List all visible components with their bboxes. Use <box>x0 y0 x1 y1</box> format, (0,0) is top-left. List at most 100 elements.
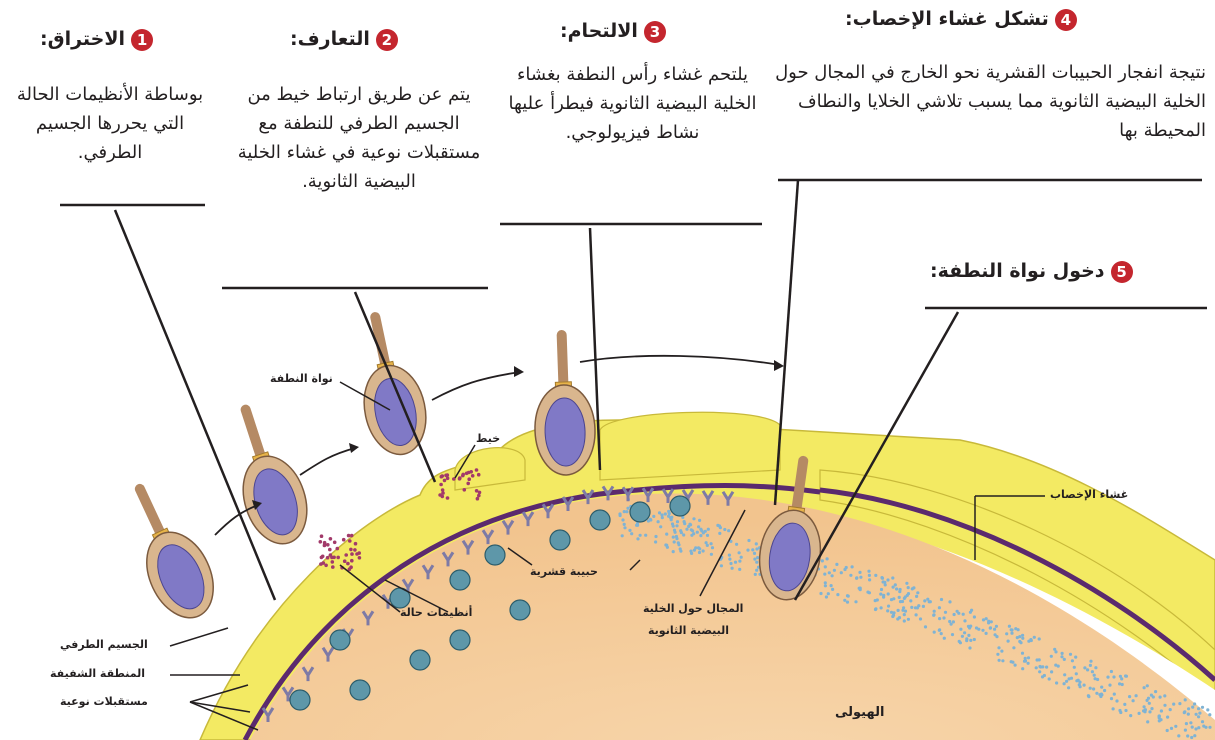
perivitelline-dot <box>667 515 670 518</box>
perivitelline-dot <box>1094 666 1097 669</box>
perivitelline-dot <box>1050 670 1053 673</box>
perivitelline-dot <box>916 591 919 594</box>
perivitelline-dot <box>1129 714 1132 717</box>
perivitelline-dot <box>932 613 935 616</box>
perivitelline-dot <box>1103 689 1106 692</box>
perivitelline-dot <box>1012 646 1015 649</box>
perivitelline-dot <box>685 528 688 531</box>
perivitelline-dot <box>855 576 858 579</box>
perivitelline-dot <box>735 543 738 546</box>
perivitelline-dot <box>1169 708 1172 711</box>
perivitelline-dot <box>649 518 652 521</box>
enzyme-dot <box>357 551 361 555</box>
perivitelline-dot <box>682 533 685 536</box>
perivitelline-dot <box>674 531 677 534</box>
perivitelline-dot <box>951 633 954 636</box>
perivitelline-dot <box>1055 681 1058 684</box>
perivitelline-dot <box>915 595 918 598</box>
perivitelline-dot <box>636 537 639 540</box>
perivitelline-dot <box>652 515 655 518</box>
stage-2-title-text: التعارف: <box>290 28 370 50</box>
perivitelline-dot <box>711 546 714 549</box>
perivitelline-dot <box>926 598 929 601</box>
perivitelline-dot <box>738 568 741 571</box>
perivitelline-dot <box>1195 713 1198 716</box>
enzyme-dot <box>329 537 333 541</box>
perivitelline-dot <box>1201 720 1204 723</box>
perivitelline-dot <box>1063 673 1066 676</box>
perivitelline-dot <box>756 556 759 559</box>
perivitelline-dot <box>902 606 905 609</box>
perivitelline-dot <box>755 569 758 572</box>
enzyme-dot <box>319 540 323 544</box>
enzyme-dot <box>353 548 357 552</box>
sperm-3 <box>346 311 434 460</box>
perivitelline-dot <box>628 529 631 532</box>
perivitelline-dot <box>680 531 683 534</box>
perivitelline-dot <box>948 620 951 623</box>
perivitelline-dot <box>901 600 904 603</box>
perivitelline-dot <box>1086 668 1089 671</box>
perivitelline-dot <box>1185 722 1188 725</box>
perivitelline-dot <box>1021 667 1024 670</box>
cortical-granule <box>550 530 570 550</box>
perivitelline-dot <box>944 611 947 614</box>
perivitelline-dot <box>1112 675 1115 678</box>
perivitelline-dot <box>753 558 756 561</box>
perivitelline-dot <box>1050 655 1053 658</box>
perivitelline-dot <box>1124 674 1127 677</box>
perivitelline-dot <box>1083 666 1086 669</box>
perivitelline-dot <box>868 574 871 577</box>
perivitelline-dot <box>892 597 895 600</box>
perivitelline-dot <box>1057 665 1060 668</box>
perivitelline-dot <box>859 588 862 591</box>
perivitelline-dot <box>728 558 731 561</box>
perivitelline-dot <box>1163 694 1166 697</box>
perivitelline-dot <box>1063 658 1066 661</box>
perivitelline-dot <box>887 592 890 595</box>
perivitelline-dot <box>697 525 700 528</box>
perivitelline-dot <box>1124 709 1127 712</box>
enzyme-dot <box>443 479 447 483</box>
perivitelline-dot <box>1193 734 1196 737</box>
perivitelline-dot <box>1083 684 1086 687</box>
enzyme-dot <box>465 472 469 476</box>
perivitelline-dot <box>1069 653 1072 656</box>
enzyme-dot <box>446 473 450 477</box>
perivitelline-dot <box>1093 674 1096 677</box>
perivitelline-dot <box>1118 709 1121 712</box>
perivitelline-dot <box>898 616 901 619</box>
perivitelline-dot <box>938 617 941 620</box>
perivitelline-dot <box>1135 694 1138 697</box>
perivitelline-dot <box>1021 637 1024 640</box>
perivitelline-dot <box>1027 662 1030 665</box>
cortical-granule <box>450 630 470 650</box>
perivitelline-dot <box>1115 699 1118 702</box>
perivitelline-dot <box>1041 665 1044 668</box>
perivitelline-dot <box>729 562 732 565</box>
cortical-granule <box>670 496 690 516</box>
enzyme-dot <box>328 548 332 552</box>
perivitelline-dot <box>831 588 834 591</box>
perivitelline-dot <box>1193 702 1196 705</box>
perivitelline-dot <box>1187 707 1190 710</box>
perivitelline-dot <box>1094 677 1097 680</box>
perivitelline-dot <box>1019 641 1022 644</box>
perivitelline-dot <box>1010 660 1013 663</box>
perivitelline-dot <box>895 587 898 590</box>
perivitelline-dot <box>697 546 700 549</box>
perivitelline-dot <box>639 534 642 537</box>
cortical-granule <box>485 545 505 565</box>
stage-3-text: يلتحم غشاء رأس النطفة بغشاء الخلية البيض… <box>505 60 760 147</box>
perivitelline-dot <box>880 588 883 591</box>
stage-1-text: بوساطة الأنظيمات الحالة التي يحررها الجس… <box>10 80 210 167</box>
perivitelline-dot <box>675 524 678 527</box>
stage-4-text: نتيجة انفجار الحبيبات القشرية نحو الخارج… <box>768 58 1206 145</box>
label-cortical-granule: حبيبة قشرية <box>530 565 598 578</box>
perivitelline-dot <box>1074 656 1077 659</box>
perivitelline-dot <box>1014 664 1017 667</box>
enzyme-dot <box>441 488 445 492</box>
perivitelline-dot <box>676 520 679 523</box>
perivitelline-dot <box>1075 679 1078 682</box>
